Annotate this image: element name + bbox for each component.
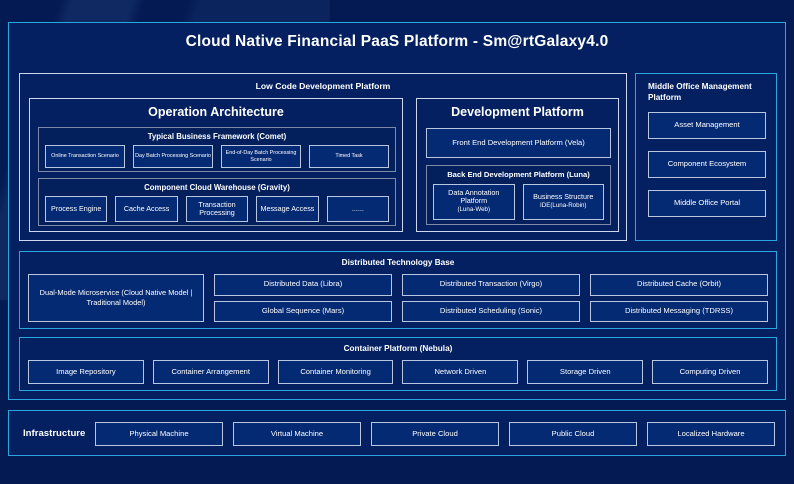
chip-dual-mode-microservice[interactable]: Dual-Mode Microservice (Cloud Native Mod… bbox=[28, 274, 204, 322]
operation-architecture-title: Operation Architecture bbox=[148, 105, 284, 119]
container-platform-title: Container Platform (Nebula) bbox=[343, 344, 453, 353]
chip-timed-task[interactable]: Timed Task bbox=[309, 145, 389, 168]
development-platform-title: Development Platform bbox=[451, 105, 584, 119]
chip-global-sequence[interactable]: Global Sequence (Mars) bbox=[214, 300, 392, 322]
chip-business-structure-ide-main: Business Structure bbox=[533, 192, 594, 202]
operation-architecture-panel: Operation Architecture Typical Business … bbox=[29, 98, 403, 232]
component-cloud-warehouse-items: Process Engine Cache Access Transaction … bbox=[45, 196, 390, 222]
distributed-column-3: Distributed Cache (Orbit) Distributed Me… bbox=[590, 274, 768, 322]
container-platform-items: Image Repository Container Arrangement C… bbox=[28, 360, 768, 384]
low-code-development-platform: Low Code Development Platform Operation … bbox=[19, 73, 627, 241]
chip-data-annotation-platform-sub: (Luna-Web) bbox=[457, 205, 491, 213]
chip-end-of-day-batch-processing-scenario[interactable]: End-of-Day Batch Processing Scenario bbox=[221, 145, 301, 168]
infrastructure-items: Physical Machine Virtual Machine Private… bbox=[95, 422, 775, 446]
chip-business-structure-ide[interactable]: Business Structure IDE(Luna-Robin) bbox=[522, 184, 604, 220]
infrastructure-panel: Infrastructure Physical Machine Virtual … bbox=[8, 410, 786, 456]
chip-container-arrangement[interactable]: Container Arrangement bbox=[152, 360, 269, 384]
distributed-technology-base-items: Dual-Mode Microservice (Cloud Native Mod… bbox=[28, 274, 768, 322]
chip-private-cloud[interactable]: Private Cloud bbox=[371, 422, 499, 446]
chip-data-annotation-platform[interactable]: Data Annotation Platform (Luna-Web) bbox=[433, 184, 515, 220]
chip-physical-machine[interactable]: Physical Machine bbox=[95, 422, 223, 446]
chip-front-end-development-platform[interactable]: Front End Development Platform (Vela) bbox=[426, 128, 611, 158]
back-end-development-platform-title: Back End Development Platform (Luna) bbox=[447, 170, 590, 179]
component-cloud-warehouse-panel: Component Cloud Warehouse (Gravity) Proc… bbox=[38, 178, 396, 226]
platform-main-frame: Cloud Native Financial PaaS Platform - S… bbox=[8, 22, 786, 400]
chip-middle-office-portal[interactable]: Middle Office Portal bbox=[648, 190, 766, 217]
chip-cache-access[interactable]: Cache Access bbox=[115, 196, 178, 222]
chip-public-cloud[interactable]: Public Cloud bbox=[509, 422, 637, 446]
middle-office-management-platform: Middle Office Management Platform Asset … bbox=[635, 73, 777, 241]
chip-business-structure-ide-sub: IDE(Luna-Robin) bbox=[540, 201, 587, 209]
development-platform-panel: Development Platform Front End Developme… bbox=[416, 98, 619, 232]
chip-network-driven[interactable]: Network Driven bbox=[402, 360, 519, 384]
low-code-platform-title: Low Code Development Platform bbox=[255, 81, 391, 91]
typical-business-framework-title: Typical Business Framework (Comet) bbox=[147, 132, 287, 141]
chip-distributed-data[interactable]: Distributed Data (Libra) bbox=[214, 274, 392, 296]
chip-distributed-transaction[interactable]: Distributed Transaction (Virgo) bbox=[402, 274, 580, 296]
distributed-column-1: Distributed Data (Libra) Global Sequence… bbox=[214, 274, 392, 322]
middle-office-items: Asset Management Component Ecosystem Mid… bbox=[648, 112, 766, 217]
typical-business-framework-panel: Typical Business Framework (Comet) Onlin… bbox=[38, 127, 396, 172]
chip-distributed-messaging[interactable]: Distributed Messaging (TDRSS) bbox=[590, 300, 768, 322]
middle-office-platform-title: Middle Office Management Platform bbox=[648, 82, 752, 102]
chip-localized-hardware[interactable]: Localized Hardware bbox=[647, 422, 775, 446]
chip-message-access[interactable]: Message Access bbox=[256, 196, 319, 222]
chip-image-repository[interactable]: Image Repository bbox=[28, 360, 144, 384]
infrastructure-label: Infrastructure bbox=[23, 427, 86, 439]
chip-day-batch-processing-scenario[interactable]: Day Batch Processing Scenario bbox=[133, 145, 213, 168]
chip-component-ecosystem[interactable]: Component Ecosystem bbox=[648, 151, 766, 178]
distributed-technology-base-title: Distributed Technology Base bbox=[341, 258, 455, 267]
distributed-technology-base-panel: Distributed Technology Base Dual-Mode Mi… bbox=[19, 251, 777, 329]
typical-business-framework-items: Online Transaction Scenario Day Batch Pr… bbox=[45, 145, 389, 168]
page-title: Cloud Native Financial PaaS Platform - S… bbox=[185, 33, 609, 50]
back-end-development-platform-items: Data Annotation Platform (Luna-Web) Busi… bbox=[433, 184, 604, 220]
container-platform-panel: Container Platform (Nebula) Image Reposi… bbox=[19, 337, 777, 391]
chip-container-monitoring[interactable]: Container Monitoring bbox=[277, 360, 394, 384]
chip-asset-management[interactable]: Asset Management bbox=[648, 112, 766, 139]
chip-virtual-machine[interactable]: Virtual Machine bbox=[233, 422, 361, 446]
chip-online-transaction-scenario[interactable]: Online Transaction Scenario bbox=[45, 145, 125, 168]
distributed-column-2: Distributed Transaction (Virgo) Distribu… bbox=[402, 274, 580, 322]
chip-more-ellipsis[interactable]: ...... bbox=[326, 196, 390, 222]
component-cloud-warehouse-title: Component Cloud Warehouse (Gravity) bbox=[144, 183, 290, 192]
chip-data-annotation-platform-main: Data Annotation Platform bbox=[448, 188, 500, 206]
chip-process-engine[interactable]: Process Engine bbox=[45, 196, 108, 222]
chip-distributed-cache[interactable]: Distributed Cache (Orbit) bbox=[590, 274, 768, 296]
chip-storage-driven[interactable]: Storage Driven bbox=[527, 360, 644, 384]
chip-distributed-scheduling[interactable]: Distributed Scheduling (Sonic) bbox=[402, 300, 580, 322]
chip-computing-driven[interactable]: Computing Driven bbox=[652, 360, 768, 384]
back-end-development-platform-panel: Back End Development Platform (Luna) Dat… bbox=[426, 165, 611, 225]
chip-transaction-processing[interactable]: Transaction Processing bbox=[185, 196, 249, 222]
